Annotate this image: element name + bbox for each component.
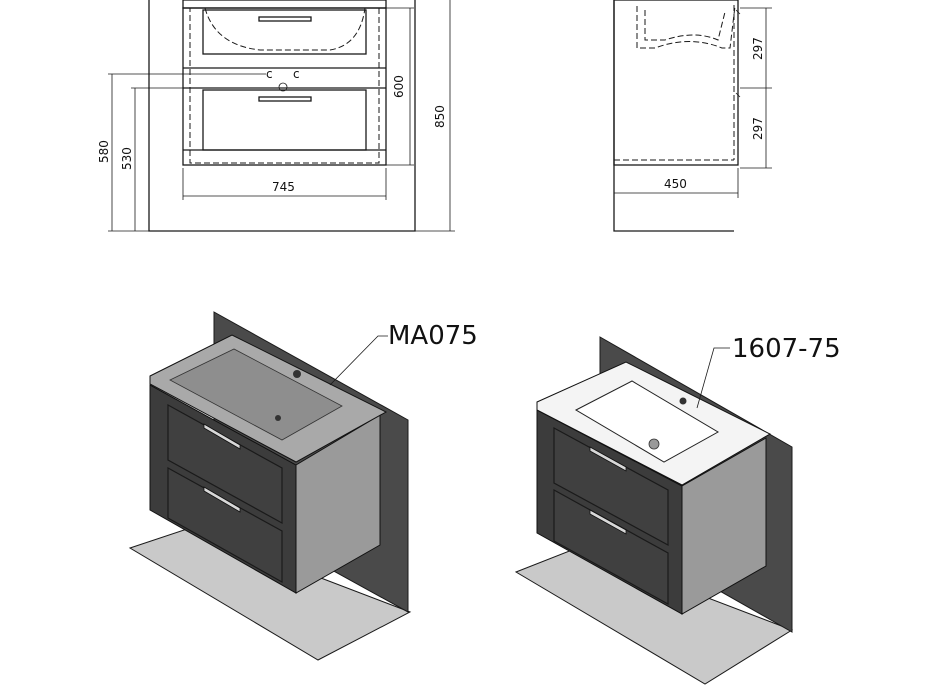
siphon-symbol-right: ϲ [293,67,300,81]
iso-left-upper-handle [203,423,241,450]
iso-left-drain [275,415,281,421]
iso-left-upper-drawer [167,403,283,525]
iso-left-lower-drawer [167,466,283,584]
iso-left-lower-handle [203,486,241,513]
iso-view-1607-75: 1607-75 [514,334,841,685]
side-basin-hidden [636,5,736,49]
front-basin-top [182,0,387,9]
drain-symbol [278,82,288,92]
dim-580-label: 580 [97,140,111,163]
iso-left-basin-bowl [169,348,343,441]
dim-600-label: 600 [392,75,406,98]
iso-right-lower-handle [589,509,627,535]
front-cabinet-body [182,7,387,166]
iso-right-basin-bowl [574,380,720,463]
dim-450-label: 450 [664,177,687,191]
front-cabinet-hidden [189,7,380,164]
front-lower-drawer [202,89,367,151]
siphon-symbol-left: ϲ [266,67,273,81]
front-view: ϲ ϲ 745 600 850 580 530 [97,0,455,232]
iso-left-leader [329,335,388,386]
front-lower-handle [258,96,312,102]
iso-right-label: 1607-75 [732,334,841,364]
iso-right-drain [648,438,660,450]
dim-850-label: 850 [433,105,447,128]
side-cabinet-body [613,0,739,166]
iso-right-upper-handle [589,446,627,472]
iso-right-tap-hole [679,397,687,405]
side-handle-upper [735,9,741,15]
front-wall-outline [148,0,416,232]
front-upper-drawer [202,9,367,55]
side-wall-outline [613,0,734,232]
dim-297-lower-label: 297 [751,117,765,140]
dim-745-label: 745 [272,180,295,194]
dim-530-label: 530 [120,147,134,170]
iso-view-ma075: MA075 [128,311,478,661]
iso-left-label: MA075 [388,321,478,351]
iso-left-floor [128,527,412,661]
iso-left-tap-hole [293,370,301,378]
side-basin-hidden-inner [644,10,726,41]
side-view: 450 297 297 [613,0,772,232]
front-basin-bowl-hidden [204,7,366,51]
iso-right-leader [696,347,730,409]
front-upper-handle [258,16,312,22]
iso-right-upper-drawer [553,426,669,547]
iso-right-lower-drawer [553,488,669,606]
dim-297-upper-label: 297 [751,37,765,60]
side-handle-lower [735,92,741,98]
